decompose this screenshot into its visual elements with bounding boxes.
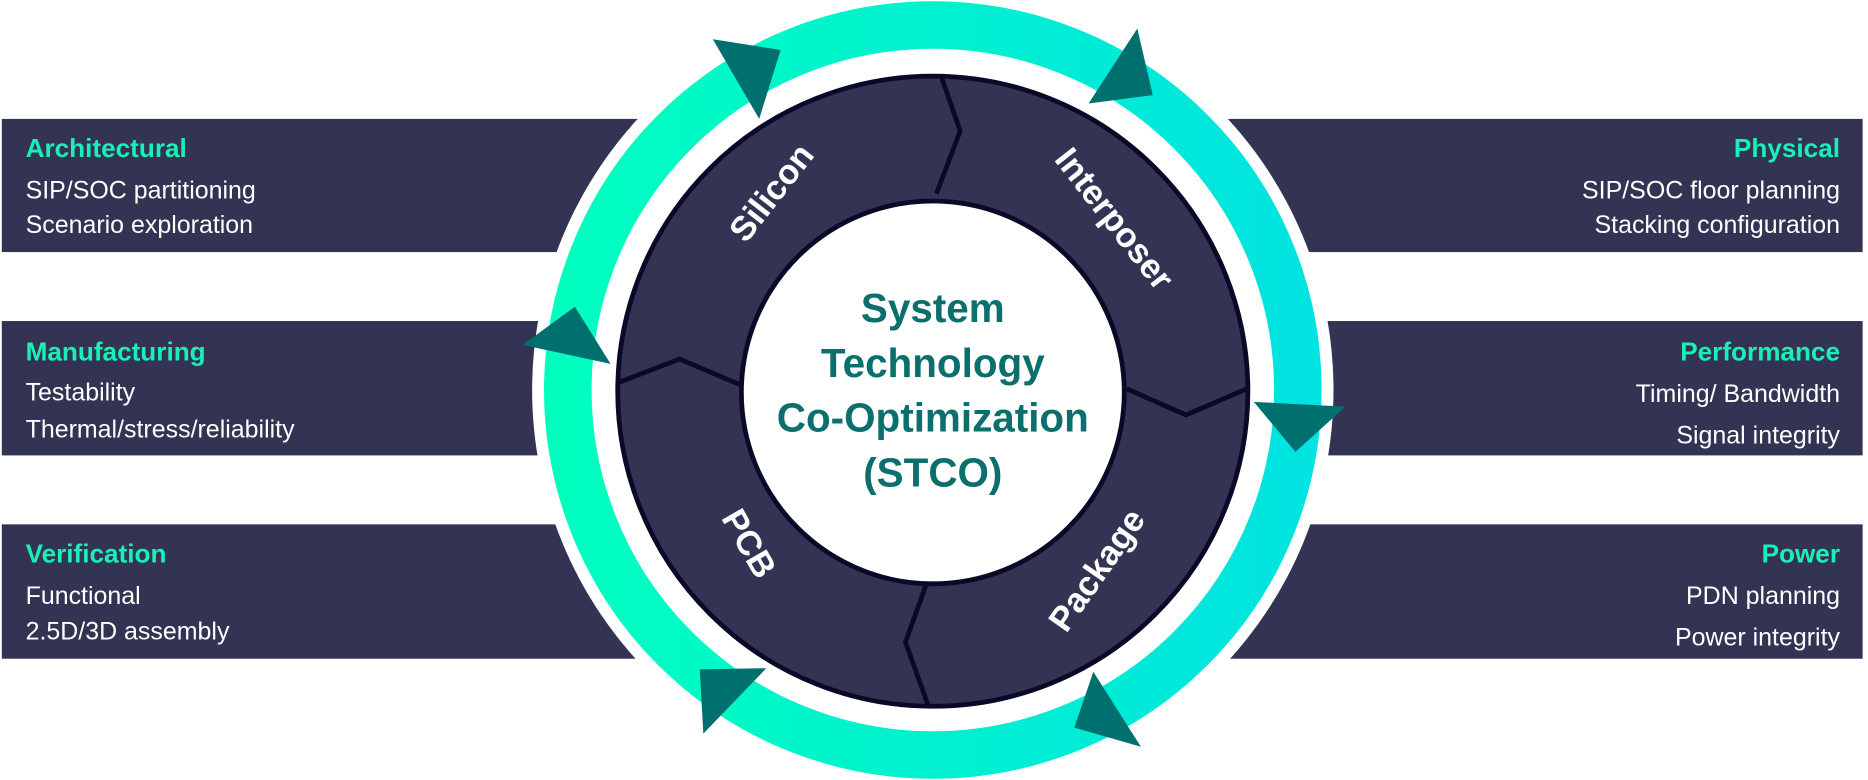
center-line: (STCO) bbox=[863, 449, 1002, 495]
left-group-architectural: Architectural SIP/SOC partitioning Scena… bbox=[26, 133, 256, 239]
group-title: Manufacturing bbox=[26, 336, 206, 366]
ring-arrows bbox=[522, 28, 1346, 747]
arrow-icon bbox=[1253, 401, 1346, 452]
arrow-icon bbox=[1088, 28, 1153, 104]
right-group-physical: Physical SIP/SOC floor planning Stacking… bbox=[1582, 133, 1840, 239]
cycle-ring bbox=[544, 1, 1322, 779]
segment-dividers bbox=[616, 75, 1248, 706]
arrow-icon bbox=[1074, 671, 1141, 747]
group-title: Performance bbox=[1680, 336, 1840, 366]
center-circle bbox=[739, 198, 1127, 587]
group-item: PDN planning bbox=[1686, 582, 1840, 610]
group-item: 2.5D/3D assembly bbox=[26, 618, 230, 646]
group-item: Functional bbox=[26, 582, 141, 610]
group-title: Physical bbox=[1734, 133, 1840, 163]
group-item: Power integrity bbox=[1675, 624, 1841, 652]
group-item: SIP/SOC floor planning bbox=[1582, 177, 1840, 205]
group-title: Verification bbox=[26, 538, 167, 568]
right-group-performance: Performance Timing/ Bandwidth Signal int… bbox=[1636, 336, 1841, 449]
group-item: Timing/ Bandwidth bbox=[1636, 380, 1840, 408]
group-item: Stacking configuration bbox=[1595, 211, 1841, 239]
arrow-icon bbox=[712, 39, 781, 119]
center-line: System bbox=[861, 285, 1005, 331]
left-group-manufacturing: Manufacturing Testability Thermal/stress… bbox=[26, 336, 296, 443]
group-item: Scenario exploration bbox=[26, 211, 254, 239]
center-title: System Technology Co-Optimization (STCO) bbox=[777, 285, 1089, 495]
group-title: Power bbox=[1762, 538, 1840, 568]
center-line: Technology bbox=[821, 340, 1045, 386]
group-item: Signal integrity bbox=[1676, 422, 1840, 450]
group-item: Testability bbox=[26, 379, 136, 407]
group-title: Architectural bbox=[26, 133, 187, 163]
arrow-icon bbox=[699, 668, 767, 734]
group-item: Thermal/stress/reliability bbox=[26, 416, 296, 444]
right-group-power: Power PDN planning Power integrity bbox=[1675, 538, 1841, 651]
group-item: SIP/SOC partitioning bbox=[26, 177, 256, 205]
left-group-verification: Verification Functional 2.5D/3D assembly bbox=[26, 538, 230, 645]
center-line: Co-Optimization bbox=[777, 395, 1089, 441]
